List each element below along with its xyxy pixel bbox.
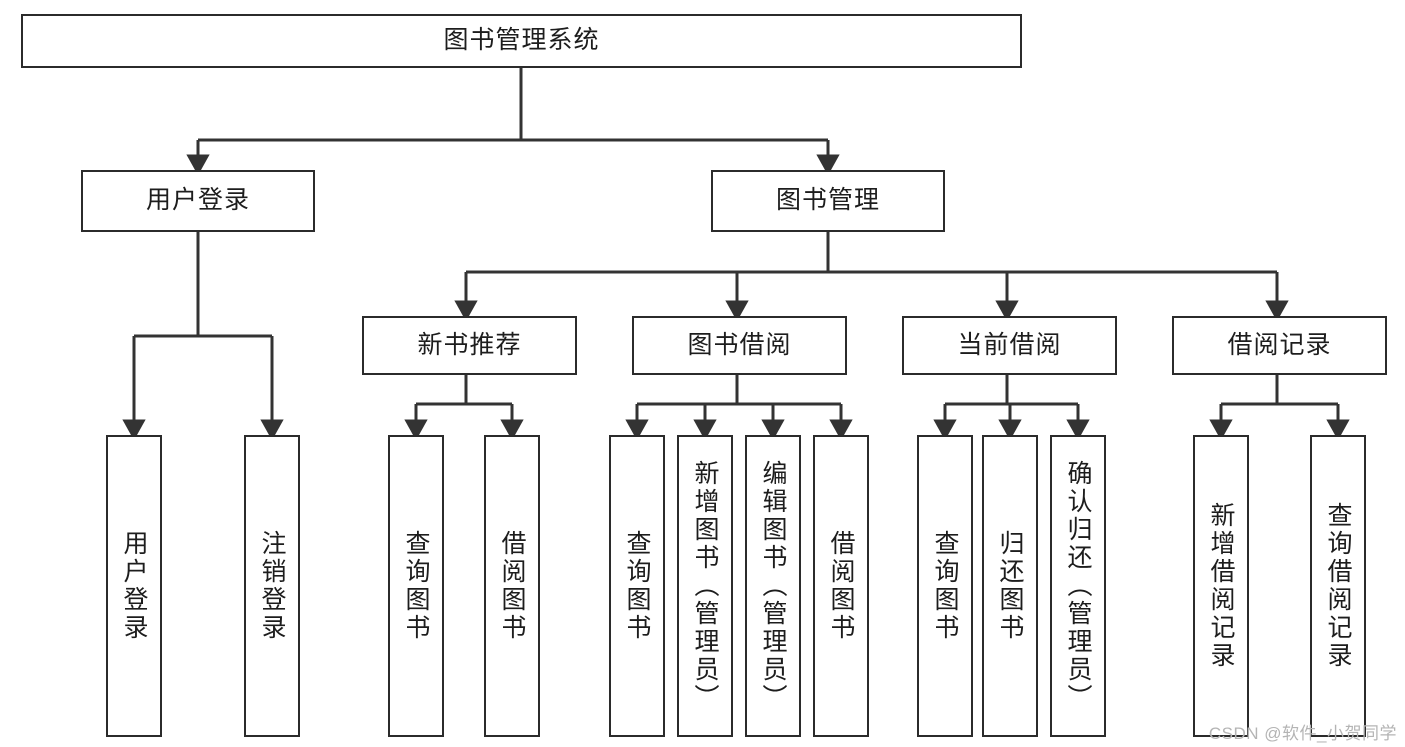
node-book-borrow[interactable]: 图书借阅 <box>632 316 847 375</box>
leaf-book-borrow-borrow[interactable]: 借阅图书 <box>813 435 869 737</box>
node-label: 图书管理 <box>775 186 880 215</box>
node-label: 新增图书（管理员） <box>691 460 719 712</box>
node-label: 新书推荐 <box>417 330 522 359</box>
leaf-book-borrow-edit[interactable]: 编辑图书（管理员） <box>745 435 801 737</box>
node-label: 注销登录 <box>258 530 286 642</box>
leaf-current-borrow-confirm-return[interactable]: 确认归还（管理员） <box>1050 435 1106 737</box>
leaf-current-borrow-return[interactable]: 归还图书 <box>982 435 1038 737</box>
node-label: 新增借阅记录 <box>1207 502 1235 670</box>
node-book-manage[interactable]: 图书管理 <box>711 170 945 232</box>
node-label: 查询图书 <box>623 530 651 642</box>
leaf-book-borrow-add[interactable]: 新增图书（管理员） <box>677 435 733 737</box>
leaf-user-login-logout[interactable]: 注销登录 <box>244 435 300 737</box>
node-label: 查询借阅记录 <box>1324 502 1352 670</box>
node-label: 用户登录 <box>120 530 148 642</box>
leaf-new-book-borrow[interactable]: 借阅图书 <box>484 435 540 737</box>
node-label: 查询图书 <box>931 530 959 642</box>
leaf-borrow-record-add[interactable]: 新增借阅记录 <box>1193 435 1249 737</box>
node-label: 借阅图书 <box>498 530 526 642</box>
leaf-current-borrow-query[interactable]: 查询图书 <box>917 435 973 737</box>
node-label: 确认归还（管理员） <box>1064 460 1092 712</box>
leaf-borrow-record-query[interactable]: 查询借阅记录 <box>1310 435 1366 737</box>
node-user-login[interactable]: 用户登录 <box>81 170 315 232</box>
leaf-new-book-query[interactable]: 查询图书 <box>388 435 444 737</box>
node-borrow-record[interactable]: 借阅记录 <box>1172 316 1387 375</box>
watermark: CSDN @软件_小贺同学 <box>1208 724 1397 743</box>
node-label: 查询图书 <box>402 530 430 642</box>
node-label: 借阅记录 <box>1227 330 1332 359</box>
leaf-user-login-login[interactable]: 用户登录 <box>106 435 162 737</box>
node-current-borrow[interactable]: 当前借阅 <box>902 316 1117 375</box>
node-label: 当前借阅 <box>957 330 1062 359</box>
node-label: 用户登录 <box>145 186 250 215</box>
node-label: 图书管理系统 <box>443 26 600 55</box>
node-new-book-recommend[interactable]: 新书推荐 <box>362 316 577 375</box>
node-label: 归还图书 <box>996 530 1024 642</box>
node-label: 借阅图书 <box>827 530 855 642</box>
leaf-book-borrow-query[interactable]: 查询图书 <box>609 435 665 737</box>
node-label: 图书借阅 <box>687 330 792 359</box>
node-label: 编辑图书（管理员） <box>759 460 787 712</box>
node-root-system[interactable]: 图书管理系统 <box>21 14 1022 68</box>
